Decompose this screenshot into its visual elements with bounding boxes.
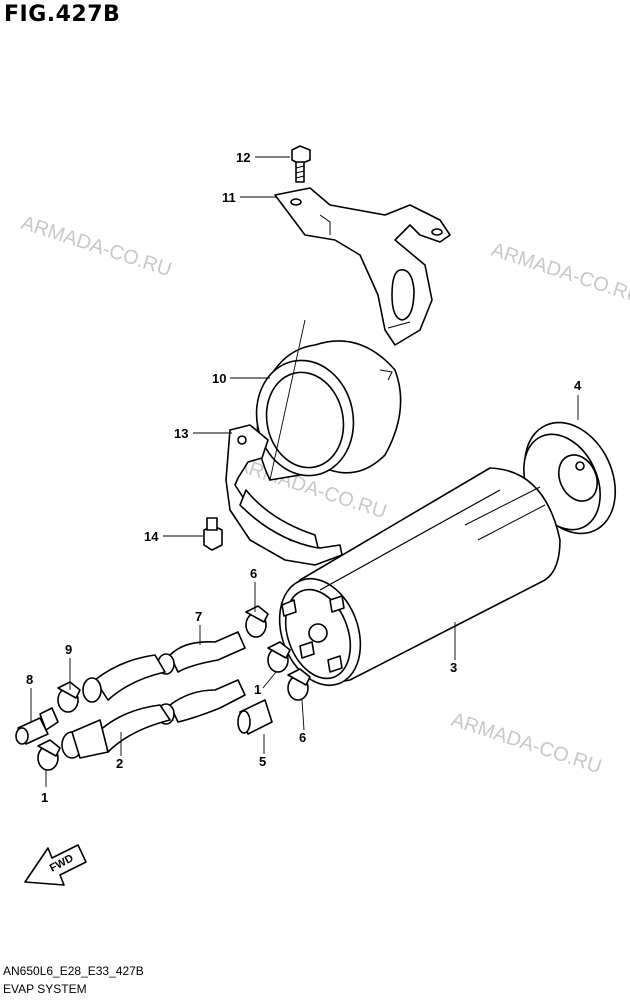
hose-5 — [237, 699, 273, 735]
fwd-arrow-icon: FWD — [24, 844, 87, 886]
strap-13 — [225, 424, 343, 566]
callout-6-lower: 6 — [299, 730, 306, 745]
figure-code: AN650L6_E28_E33_427B — [3, 964, 144, 978]
callout-1-bottom: 1 — [41, 790, 48, 805]
bolt-12 — [291, 145, 311, 183]
watermark: ARMADA-CO.RU — [448, 709, 604, 778]
bracket-11 — [274, 187, 451, 346]
canister-3 — [278, 467, 561, 687]
callout-11: 11 — [222, 190, 236, 205]
callout-10: 10 — [212, 371, 226, 386]
callout-13: 13 — [174, 426, 188, 441]
figure-name: EVAP SYSTEM — [3, 982, 87, 996]
callout-5: 5 — [259, 754, 266, 769]
callout-6-upper: 6 — [250, 566, 257, 581]
figure-title: FIG.427B — [4, 2, 121, 27]
callout-4: 4 — [574, 378, 582, 393]
callout-2: 2 — [116, 756, 123, 771]
callout-1-center: 1 — [254, 682, 261, 697]
leader-lines — [30, 156, 579, 787]
fitting-8 — [15, 707, 59, 745]
callout-12: 12 — [236, 150, 250, 165]
hose-9-upper-left — [82, 654, 166, 703]
hose-7 — [157, 631, 246, 675]
callout-7: 7 — [195, 609, 202, 624]
bolt-14 — [203, 517, 223, 551]
hose-2 — [61, 679, 246, 759]
clip-6-upper — [245, 605, 269, 638]
clip-1-center — [267, 641, 291, 673]
watermark: ARMADA-CO.RU — [488, 239, 630, 308]
clip-9 — [57, 681, 81, 713]
callout-14: 14 — [144, 529, 159, 544]
clip-6-lower — [287, 668, 311, 701]
watermark: ARMADA-CO.RU — [18, 212, 174, 281]
clip-1-bottom — [37, 739, 61, 771]
callout-3: 3 — [450, 660, 457, 675]
callout-8: 8 — [26, 672, 33, 687]
callout-9: 9 — [65, 642, 72, 657]
rubber-ring-10 — [255, 340, 402, 481]
